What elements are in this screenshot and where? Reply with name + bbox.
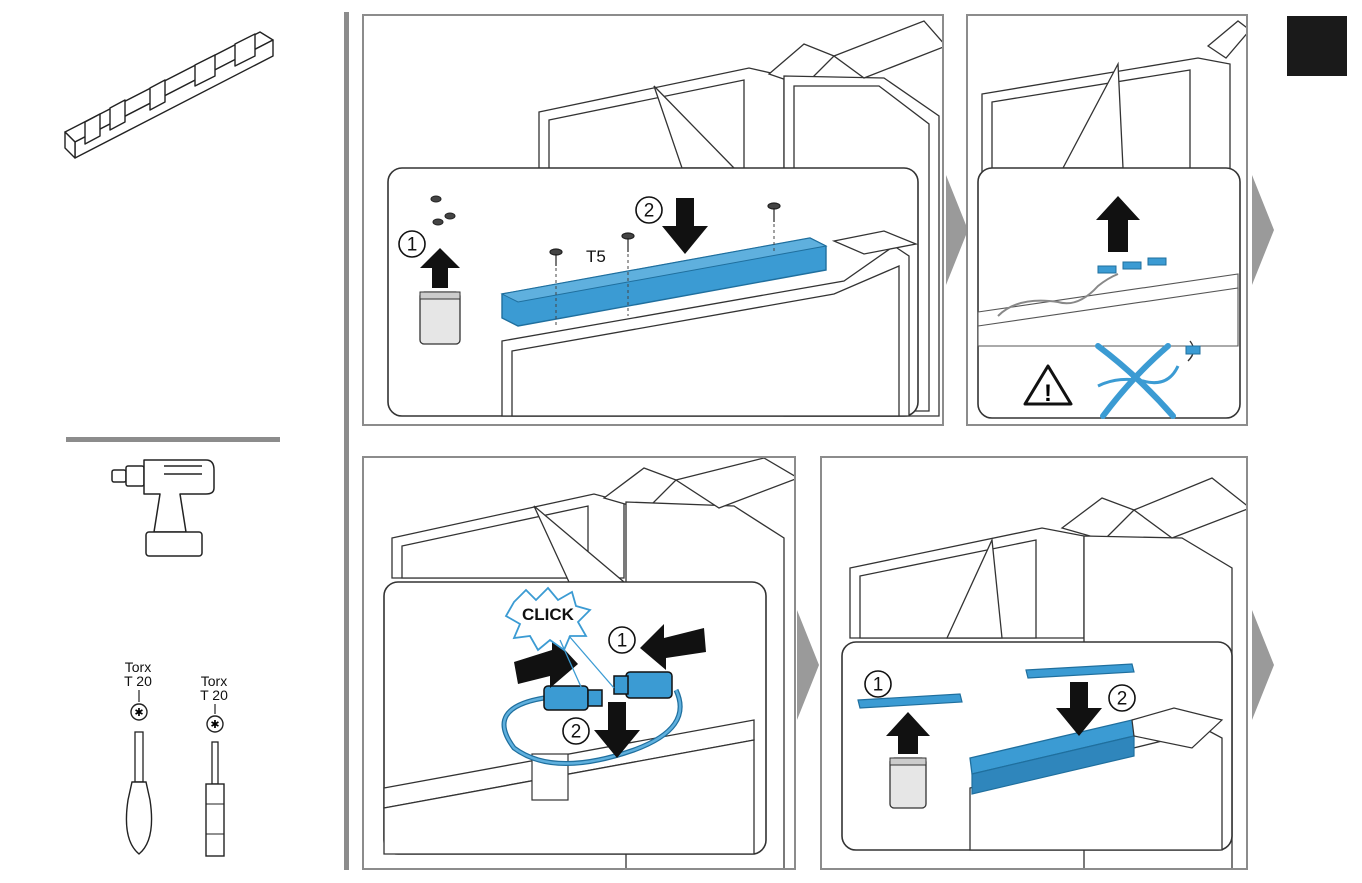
screw-bag-icon xyxy=(420,292,460,344)
screwdriver-label-line1: Torx xyxy=(113,660,163,674)
step-1-marker-1-text: 1 xyxy=(407,235,418,256)
step-3-marker-1-text: 1 xyxy=(617,631,628,652)
cordless-drill-icon xyxy=(110,452,220,562)
step-2-panel: ! xyxy=(966,14,1248,426)
step-4-marker-1: 1 xyxy=(865,671,891,697)
step-3-panel: CLICK 1 2 xyxy=(362,456,796,870)
bit-label: Torx T 20 xyxy=(189,674,239,702)
page-tab xyxy=(1287,16,1347,76)
next-step-arrow-4 xyxy=(1252,610,1274,720)
connector-icon xyxy=(544,686,602,710)
step-4-marker-2-text: 2 xyxy=(1117,689,1128,710)
step-4-marker-1-text: 1 xyxy=(873,675,884,696)
step-1-marker-1: 1 xyxy=(399,231,425,257)
screwdriver-label: Torx T 20 xyxy=(113,660,163,688)
bit-label-line1: Torx xyxy=(189,674,239,688)
step-1-marker-2-text: 2 xyxy=(644,201,655,222)
step-4-illustration: 1 2 xyxy=(822,458,1248,870)
step-1-illustration: 1 2 T5 xyxy=(364,16,944,426)
step-2-illustration: ! xyxy=(968,16,1248,426)
step-3-marker-1: 1 xyxy=(609,627,635,653)
step-3-marker-2-text: 2 xyxy=(571,722,582,743)
screw-size-label: T5 xyxy=(586,247,606,266)
next-step-arrow-3 xyxy=(797,610,819,720)
bit-label-line2: T 20 xyxy=(189,688,239,702)
svg-text:!: ! xyxy=(1044,380,1052,407)
plastic-bracket-icon xyxy=(55,10,285,160)
screwdriver-label-line2: T 20 xyxy=(113,674,163,688)
screw-bag-icon xyxy=(890,758,926,808)
tools-separator xyxy=(66,437,280,442)
next-step-arrow-1 xyxy=(946,175,968,285)
svg-text:✱: ✱ xyxy=(134,706,143,719)
torx-screwdriver-icon: ✱ xyxy=(118,690,160,860)
next-step-arrow-2 xyxy=(1252,175,1274,285)
step-3-marker-2: 2 xyxy=(563,718,589,744)
click-text: CLICK xyxy=(522,605,575,624)
step-4-marker-2: 2 xyxy=(1109,685,1135,711)
column-divider xyxy=(344,12,349,870)
step-1-panel: 1 2 T5 xyxy=(362,14,944,426)
torx-bit-icon: ✱ xyxy=(194,704,236,860)
connector-icon xyxy=(614,672,672,698)
step-3-illustration: CLICK 1 2 xyxy=(364,458,796,870)
step-4-panel: 1 2 xyxy=(820,456,1248,870)
step-1-marker-2: 2 xyxy=(636,197,662,223)
svg-text:✱: ✱ xyxy=(210,718,219,731)
